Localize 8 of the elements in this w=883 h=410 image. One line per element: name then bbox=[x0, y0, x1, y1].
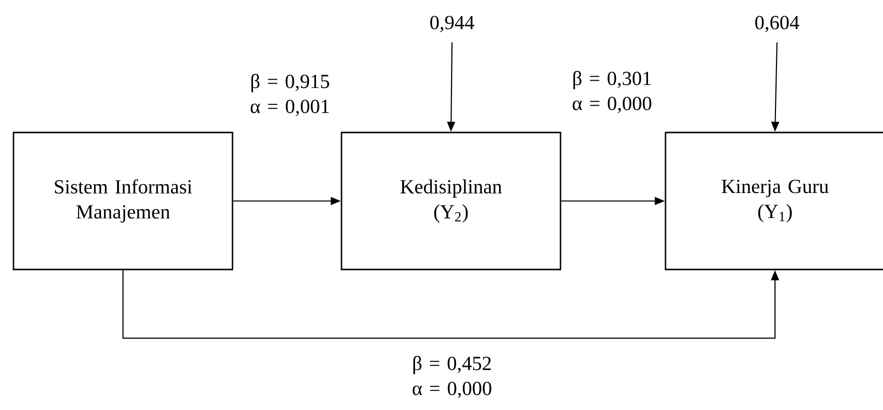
edge-label: β = 0,301 α = 0,000 bbox=[562, 70, 662, 114]
variable-box: Sistem Informasi Manajemen bbox=[12, 132, 234, 270]
value-label: 0,944 bbox=[430, 16, 474, 32]
value-label: 0,604 bbox=[755, 16, 800, 32]
edge-label: β = 0,915 α = 0,001 bbox=[240, 72, 340, 118]
variable-box: Kinerja Guru (Y$_{1}$) bbox=[664, 132, 883, 270]
variable-box: Kedisiplinan (Y$_{2}$) bbox=[340, 132, 562, 270]
edge-label: β = 0,452 α = 0,000 bbox=[402, 354, 502, 400]
